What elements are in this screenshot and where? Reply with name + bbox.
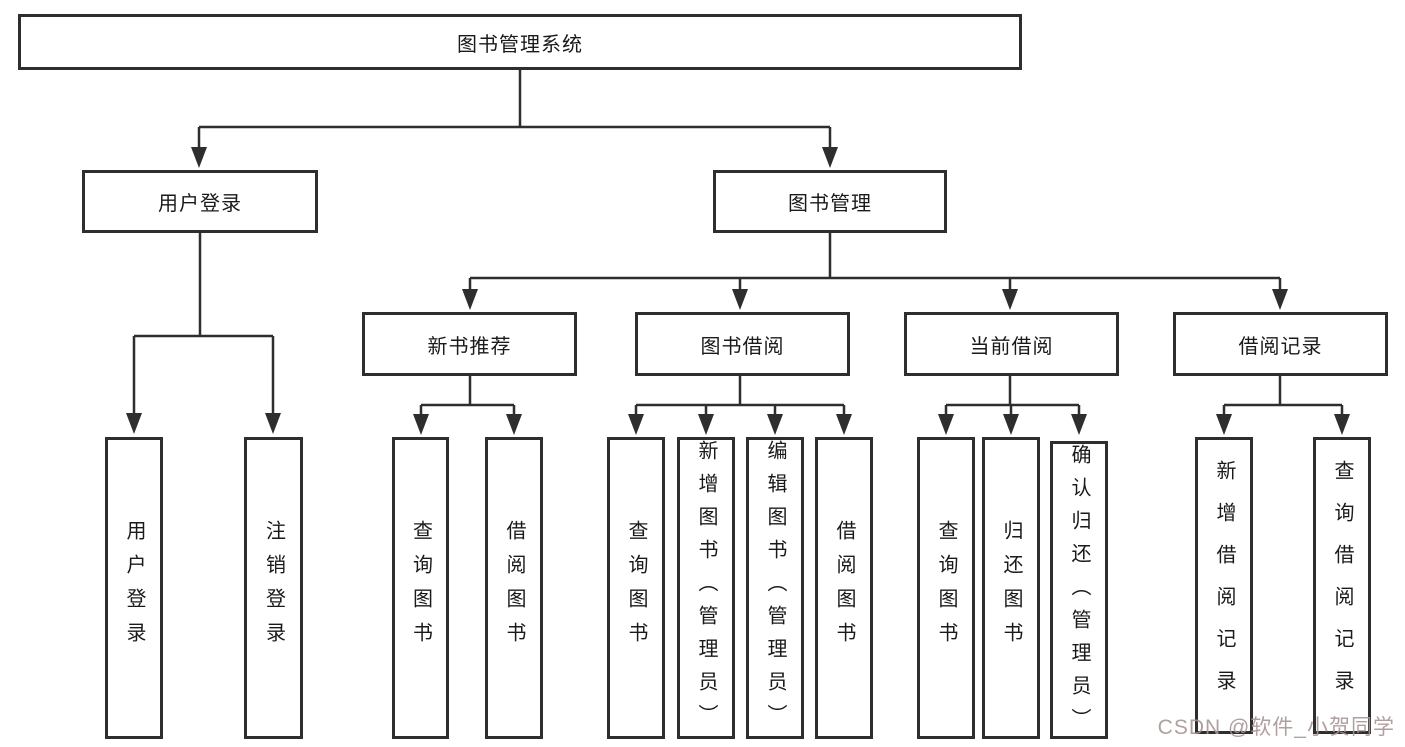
leaf-add-record-label: 新增借阅记录 — [1213, 459, 1235, 712]
node-book-borrow: 图书借阅 — [635, 312, 850, 376]
leaf-user-login: 用户登录 — [105, 437, 163, 739]
node-new-book-rec: 新书推荐 — [362, 312, 577, 376]
connector-lines — [132, 70, 1344, 417]
node-current-borrow: 当前借阅 — [904, 312, 1119, 376]
leaf-return-book-label: 归还图书 — [1000, 520, 1022, 656]
node-user-login: 用户登录 — [82, 170, 318, 233]
leaf-query-record-label: 查询借阅记录 — [1331, 459, 1353, 712]
node-user-login-label: 用户登录 — [158, 193, 242, 215]
leaf-query-book-2: 查询图书 — [607, 437, 665, 739]
leaf-user-login-label: 用户登录 — [123, 520, 145, 656]
leaf-add-book: 新增图书（管理员） — [677, 437, 735, 739]
leaf-add-record: 新增借阅记录 — [1195, 437, 1253, 734]
leaf-borrow-book-2-label: 借阅图书 — [833, 520, 855, 656]
node-borrow-record: 借阅记录 — [1173, 312, 1388, 376]
node-root-label: 图书管理系统 — [457, 33, 583, 56]
leaf-query-book-1-label: 查询图书 — [409, 520, 432, 656]
leaf-query-record: 查询借阅记录 — [1313, 437, 1371, 734]
node-book-mgmt: 图书管理 — [713, 170, 947, 233]
leaf-confirm-return-label: 确认归还（管理员） — [1068, 444, 1090, 741]
leaf-query-book-2-label: 查询图书 — [625, 520, 647, 656]
leaf-borrow-book-1-label: 借阅图书 — [503, 520, 525, 656]
node-borrow-record-label: 借阅记录 — [1238, 335, 1323, 358]
leaf-borrow-book-1: 借阅图书 — [485, 437, 543, 739]
leaf-return-book: 归还图书 — [982, 437, 1040, 739]
node-root: 图书管理系统 — [18, 14, 1022, 70]
leaf-add-book-label: 新增图书（管理员） — [695, 440, 717, 737]
leaf-logout: 注销登录 — [244, 437, 303, 739]
leaf-edit-book: 编辑图书（管理员） — [746, 437, 804, 739]
leaf-query-book-3-label: 查询图书 — [935, 520, 957, 656]
leaf-borrow-book-2: 借阅图书 — [815, 437, 873, 739]
node-book-mgmt-label: 图书管理 — [788, 193, 872, 215]
leaf-logout-label: 注销登录 — [262, 520, 285, 656]
leaf-query-book-1: 查询图书 — [392, 437, 449, 739]
node-new-book-rec-label: 新书推荐 — [427, 335, 512, 358]
leaf-query-book-3: 查询图书 — [917, 437, 975, 739]
node-book-borrow-label: 图书借阅 — [700, 335, 785, 358]
arrowheads — [126, 147, 1350, 435]
node-current-borrow-label: 当前借阅 — [969, 335, 1054, 358]
leaf-edit-book-label: 编辑图书（管理员） — [764, 440, 786, 737]
leaf-confirm-return: 确认归还（管理员） — [1050, 441, 1108, 741]
csdn-watermark: CSDN @软件_小贺同学 — [1157, 716, 1395, 739]
